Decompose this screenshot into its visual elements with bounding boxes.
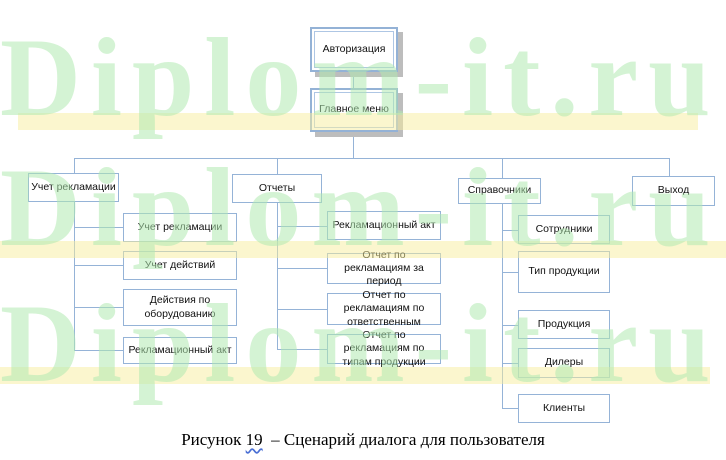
connector-stub: [74, 350, 123, 351]
node-label: Выход: [657, 184, 690, 197]
node-branch-reports: Отчеты: [232, 174, 322, 203]
node-label: Главное меню: [319, 103, 389, 116]
node-label: Учет рекламации: [137, 220, 223, 233]
node-claims-accounting: Учет рекламации: [123, 213, 237, 242]
node-report-by-responsible: Отчет по рекламациям по ответственным: [327, 289, 441, 328]
connector-stub: [502, 272, 518, 273]
connector-stub: [74, 307, 123, 308]
connector-stub: [277, 226, 327, 227]
node-label: Тип продукции: [528, 265, 600, 278]
node-label: Сотрудники: [535, 222, 593, 235]
node-label: Отчет по рекламациям за период: [344, 248, 424, 288]
node-actions-accounting: Учет действий: [123, 251, 237, 280]
connector-drop-branch0: [74, 158, 75, 173]
watermark-text: Diplom-it.ru: [0, 146, 721, 270]
node-label: Отчет по рекламациям по ответственным: [343, 289, 425, 328]
node-label: Отчеты: [258, 181, 296, 194]
caption-prefix: Рисунок: [181, 430, 246, 449]
connector-drop-branch2: [502, 158, 503, 178]
figure-caption: Рисунок 19 – Сценарий диалога для пользо…: [0, 430, 726, 450]
node-branch-directories: Справочники: [458, 178, 541, 204]
node-label: Клиенты: [542, 401, 586, 414]
connector-branch1-vertical: [277, 203, 278, 349]
connector-branch2-vertical: [502, 204, 503, 408]
connector-branch0-vertical: [74, 202, 75, 350]
node-label: Авторизация: [322, 42, 386, 55]
node-branch-exit: Выход: [632, 176, 715, 206]
node-employees: Сотрудники: [518, 215, 610, 244]
node-label: Рекламационный акт: [128, 343, 232, 356]
connector-main-horizontal: [74, 158, 670, 159]
connector-stub: [502, 363, 518, 364]
node-claim-act: Рекламационный акт: [123, 337, 237, 364]
node-label: Дилеры: [544, 356, 584, 369]
node-label: Продукция: [537, 317, 591, 330]
connector-stub: [502, 230, 518, 231]
connector-stub: [277, 349, 327, 350]
node-clients: Клиенты: [518, 394, 610, 423]
connector-stub: [277, 309, 327, 310]
node-dealers: Дилеры: [518, 348, 610, 378]
connector-drop-branch3: [669, 158, 670, 176]
node-main-menu: Главное меню: [310, 88, 398, 132]
node-label: Действия по оборудованию: [144, 294, 216, 320]
node-authorization: Авторизация: [310, 27, 398, 72]
connector-stub: [74, 227, 123, 228]
caption-text: – Сценарий диалога для пользователя: [262, 430, 545, 449]
connector-drop-branch1: [277, 158, 278, 174]
node-products: Продукция: [518, 310, 610, 339]
node-branch-claims: Учет рекламации: [28, 173, 119, 202]
node-label: Отчет по рекламациям по типам продукции: [342, 329, 426, 368]
node-label: Справочники: [467, 184, 532, 197]
connector-menu-down: [353, 132, 354, 158]
node-label: Рекламационный акт: [332, 218, 436, 231]
caption-figure-number: 19: [245, 430, 263, 449]
node-report-by-period: Отчет по рекламациям за период: [327, 249, 441, 287]
connector-stub: [502, 408, 518, 409]
node-report-claim-act: Рекламационный акт: [327, 211, 441, 240]
node-equipment-actions: Действия по оборудованию: [123, 289, 237, 326]
node-product-type: Тип продукции: [518, 251, 610, 293]
connector-stub: [502, 325, 518, 326]
node-label: Учет действий: [144, 258, 216, 271]
connector-stub: [74, 265, 123, 266]
node-label: Учет рекламации: [31, 180, 116, 193]
node-report-by-product-type: Отчет по рекламациям по типам продукции: [327, 329, 441, 368]
connector-auth-menu: [353, 72, 354, 88]
connector-stub: [277, 268, 327, 269]
